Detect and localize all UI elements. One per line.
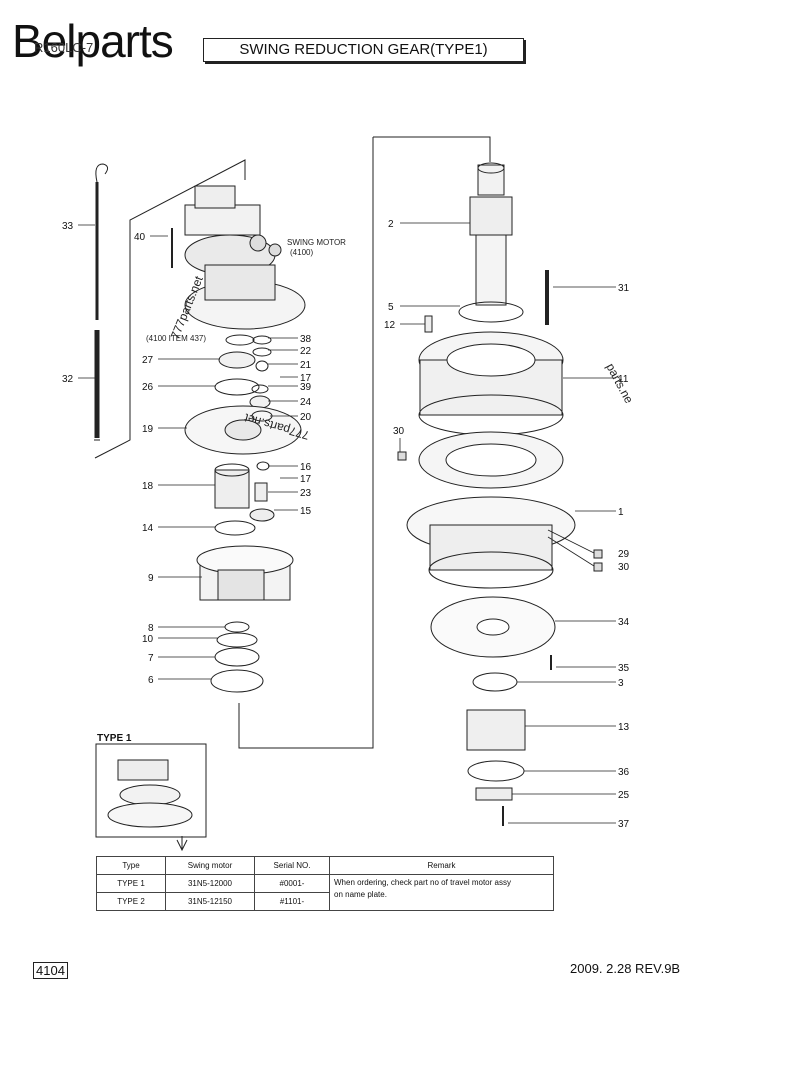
brand-logo: Belparts	[12, 15, 174, 67]
callout-36: 36	[618, 767, 630, 778]
type1-label: TYPE 1	[97, 733, 132, 744]
cell-swing-motor: 31N5-12150	[165, 892, 255, 911]
pinion-shaft-assembly	[397, 162, 603, 826]
page-title: SWING REDUCTION GEAR(TYPE1)	[203, 38, 524, 62]
cell-serial: #1101-	[254, 892, 330, 911]
callout-17: 17	[300, 474, 312, 485]
connector-line	[94, 159, 246, 459]
callout-21: 21	[300, 360, 312, 371]
callout-27: 27	[142, 355, 154, 366]
leader-lines	[78, 222, 616, 824]
callout-34: 34	[618, 617, 630, 628]
table-row: TYPE 2 31N5-12150 #1101-	[96, 892, 554, 911]
callout-24: 24	[300, 397, 312, 408]
callout-8: 8	[148, 623, 154, 634]
callout-1: 1	[618, 507, 624, 518]
swing-motor-illustration	[184, 185, 306, 330]
callout-14: 14	[142, 523, 154, 534]
cell-serial: #0001-	[254, 874, 330, 893]
remark-line-2: on name plate.	[334, 890, 387, 899]
serial-table: Type Swing motor Serial NO. Remark TYPE …	[96, 856, 554, 911]
callout-13: 13	[618, 722, 630, 733]
callout-6: 6	[148, 675, 154, 686]
callout-35: 35	[618, 663, 630, 674]
connector-line	[373, 136, 491, 162]
callout-12: 12	[384, 320, 396, 331]
hook-part	[95, 163, 109, 183]
table-row: TYPE 1 31N5-12000 #0001- When ordering, …	[96, 874, 554, 911]
callout-7: 7	[148, 653, 154, 664]
cell-remark: When ordering, check part no of travel m…	[329, 874, 554, 911]
callout-38: 38	[300, 334, 312, 345]
callout-37: 37	[618, 819, 630, 830]
callout-5: 5	[388, 302, 394, 313]
page-number: 4104	[33, 962, 68, 979]
callout-30-lower: 30	[618, 562, 630, 573]
cell-swing-motor: 31N5-12000	[165, 874, 255, 893]
callout-11: 11	[618, 374, 629, 385]
callout-19: 19	[142, 424, 154, 435]
callout-33: 33	[62, 221, 74, 232]
callout-numbers: 33 40 32 38 22 27 21 17 26 39 24 19 20 1…	[62, 219, 630, 830]
callout-2: 2	[388, 219, 394, 230]
table-header-row: Type Swing motor Serial NO. Remark	[96, 856, 554, 875]
callout-23: 23	[300, 488, 312, 499]
remark-line-1: When ordering, check part no of travel m…	[334, 878, 511, 887]
callout-26: 26	[142, 382, 154, 393]
callout-10: 10	[142, 634, 154, 645]
model-code: R160LC-7	[34, 40, 94, 55]
callout-18: 18	[142, 481, 154, 492]
callout-20: 20	[300, 412, 312, 423]
callout-3: 3	[618, 678, 624, 689]
callout-16: 16	[300, 462, 312, 473]
type1-thumbnail	[107, 759, 193, 828]
header-type: Type	[96, 856, 166, 875]
callout-39: 39	[300, 382, 312, 393]
callout-29: 29	[618, 549, 630, 560]
header-swing-motor: Swing motor	[165, 856, 255, 875]
type1-thumbnail-frame	[95, 743, 207, 838]
revision-date: 2009. 2.28 REV.9B	[570, 961, 681, 976]
callout-15: 15	[300, 506, 312, 517]
planetary-stack	[184, 334, 302, 693]
header-remark: Remark	[329, 856, 554, 875]
callout-32: 32	[62, 374, 74, 385]
swing-motor-label: SWING MOTOR	[287, 238, 346, 247]
callout-40: 40	[134, 232, 146, 243]
callout-22: 22	[300, 346, 312, 357]
connector-line	[238, 137, 374, 749]
item-ref-label: (4100 ITEM 437)	[146, 334, 206, 343]
cell-type: TYPE 1	[96, 874, 166, 893]
callout-9: 9	[148, 573, 154, 584]
callout-30-upper: 30	[393, 426, 405, 437]
watermark-c: parts.ne	[603, 361, 636, 406]
callout-17: 17	[300, 373, 312, 384]
callout-25: 25	[618, 790, 630, 801]
header-serial: Serial NO.	[254, 856, 330, 875]
swing-motor-code: (4100)	[290, 248, 313, 257]
cell-type: TYPE 2	[96, 892, 166, 911]
callout-31: 31	[618, 283, 630, 294]
